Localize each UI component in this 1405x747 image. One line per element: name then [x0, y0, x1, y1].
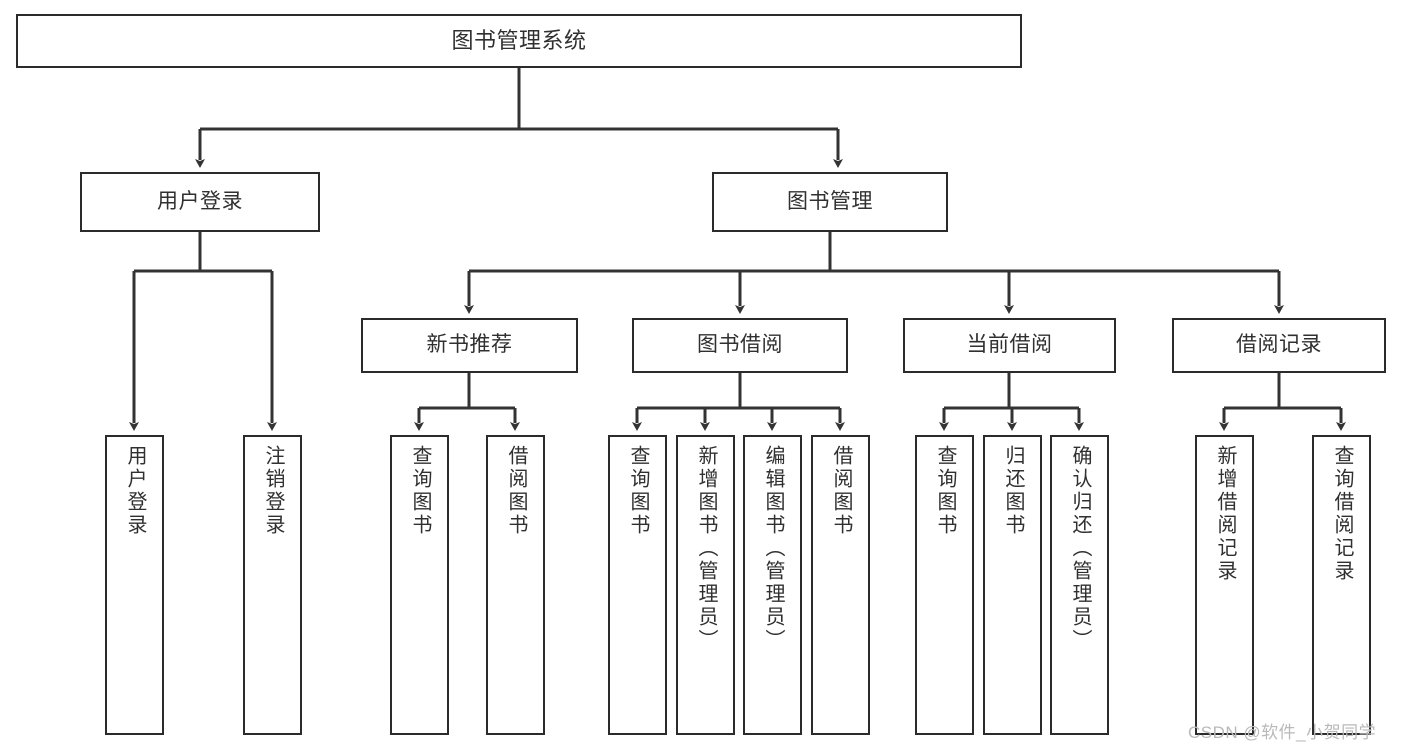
leaf-label: 新增借阅记录 [1214, 445, 1236, 583]
leaf-label: 编辑图书（管理员） [762, 445, 784, 652]
node-label: 当前借阅 [966, 333, 1053, 357]
leaf-label: 注销登录 [262, 445, 284, 537]
leaf-label: 借阅图书 [505, 445, 527, 537]
leaf-borrow-book[interactable]: 借阅图书 [811, 435, 870, 735]
leaf-query-borrow-record[interactable]: 查询借阅记录 [1312, 435, 1371, 735]
leaf-confirm-return-admin[interactable]: 确认归还（管理员） [1050, 435, 1109, 735]
leaf-query-book-borrow[interactable]: 查询图书 [608, 435, 667, 735]
leaf-user-login[interactable]: 用户登录 [105, 435, 164, 735]
leaf-label: 确认归还（管理员） [1069, 445, 1091, 652]
node-book-management[interactable]: 图书管理 [712, 172, 948, 232]
node-label: 借阅记录 [1236, 333, 1322, 357]
leaf-query-book-current[interactable]: 查询图书 [915, 435, 974, 735]
leaf-borrow-book-rec[interactable]: 借阅图书 [486, 435, 545, 735]
leaf-label: 新增图书（管理员） [695, 445, 717, 652]
node-label: 图书管理系统 [451, 28, 587, 54]
node-new-book-recommend[interactable]: 新书推荐 [361, 318, 578, 373]
node-label: 新书推荐 [426, 333, 513, 357]
node-label: 图书管理 [787, 189, 873, 213]
leaf-label: 用户登录 [124, 445, 146, 537]
node-label: 用户登录 [157, 189, 243, 213]
leaf-label: 查询图书 [627, 445, 649, 537]
leaf-query-book-rec[interactable]: 查询图书 [390, 435, 449, 735]
node-root-system[interactable]: 图书管理系统 [16, 14, 1022, 68]
leaf-label: 查询借阅记录 [1331, 445, 1353, 583]
leaf-label: 归还图书 [1002, 445, 1024, 537]
csdn-watermark: CSDN @软件_小贺同学 [1188, 723, 1377, 742]
leaf-logout[interactable]: 注销登录 [243, 435, 302, 735]
node-current-borrow[interactable]: 当前借阅 [903, 318, 1116, 373]
leaf-edit-book-admin[interactable]: 编辑图书（管理员） [743, 435, 802, 735]
leaf-add-book-admin[interactable]: 新增图书（管理员） [676, 435, 735, 735]
leaf-add-borrow-record[interactable]: 新增借阅记录 [1195, 435, 1254, 735]
leaf-return-book[interactable]: 归还图书 [983, 435, 1042, 735]
node-book-borrow[interactable]: 图书借阅 [632, 318, 848, 373]
node-user-login[interactable]: 用户登录 [80, 172, 320, 232]
leaf-label: 查询图书 [934, 445, 956, 537]
node-label: 图书借阅 [697, 333, 783, 357]
node-borrow-record[interactable]: 借阅记录 [1172, 318, 1386, 373]
leaf-label: 借阅图书 [830, 445, 852, 537]
leaf-label: 查询图书 [409, 445, 431, 537]
